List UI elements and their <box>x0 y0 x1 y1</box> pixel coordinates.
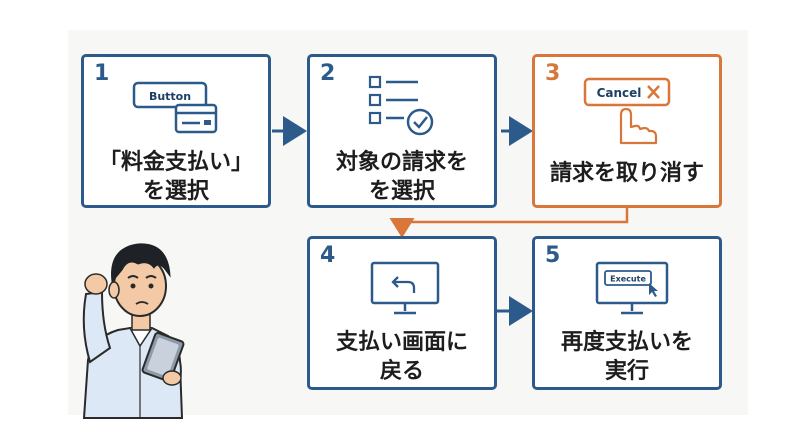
arrow-3-to-4 <box>389 207 629 238</box>
button-label: Button <box>149 90 191 103</box>
step-number: 3 <box>545 61 561 86</box>
step-1: 1 Button 「料金支払い」 を選択 <box>81 54 271 208</box>
cancel-label: Cancel <box>597 86 642 100</box>
step-number: 2 <box>320 61 336 86</box>
step-4: 4 支払い画面に 戻る <box>307 236 497 390</box>
step-number: 5 <box>545 243 561 268</box>
button-card-icon: Button <box>132 81 218 134</box>
step-label-line1: 再度支払いを <box>560 330 693 355</box>
step-label-line1: 「料金支払い」 <box>98 150 253 175</box>
confused-person-illustration <box>82 243 185 419</box>
step-label-line1: 対象の請求を <box>335 150 468 175</box>
step-number: 4 <box>320 243 336 268</box>
monitor-execute-icon: Execute <box>595 261 669 315</box>
step-label-line2: 戻る <box>379 359 424 384</box>
checklist-icon <box>368 75 434 136</box>
step-label-line2: 実行 <box>604 359 649 384</box>
step-label-line2: を選択 <box>142 179 209 204</box>
step-2: 2 対象の請求を を選択 <box>307 54 497 208</box>
monitor-back-icon <box>370 261 440 315</box>
step-number: 1 <box>94 61 110 86</box>
step-5: 5 Execute 再度支払いを 実行 <box>532 236 722 390</box>
execute-label: Execute <box>610 275 646 284</box>
cancel-tap-icon: Cancel <box>583 77 671 145</box>
step-3: 3 Cancel 請求を取り消す <box>532 54 722 208</box>
step-label-line2: を選択 <box>368 179 435 204</box>
step-label-line1: 請求を取り消す <box>549 161 704 186</box>
step-label-line1: 支払い画面に <box>335 330 468 355</box>
